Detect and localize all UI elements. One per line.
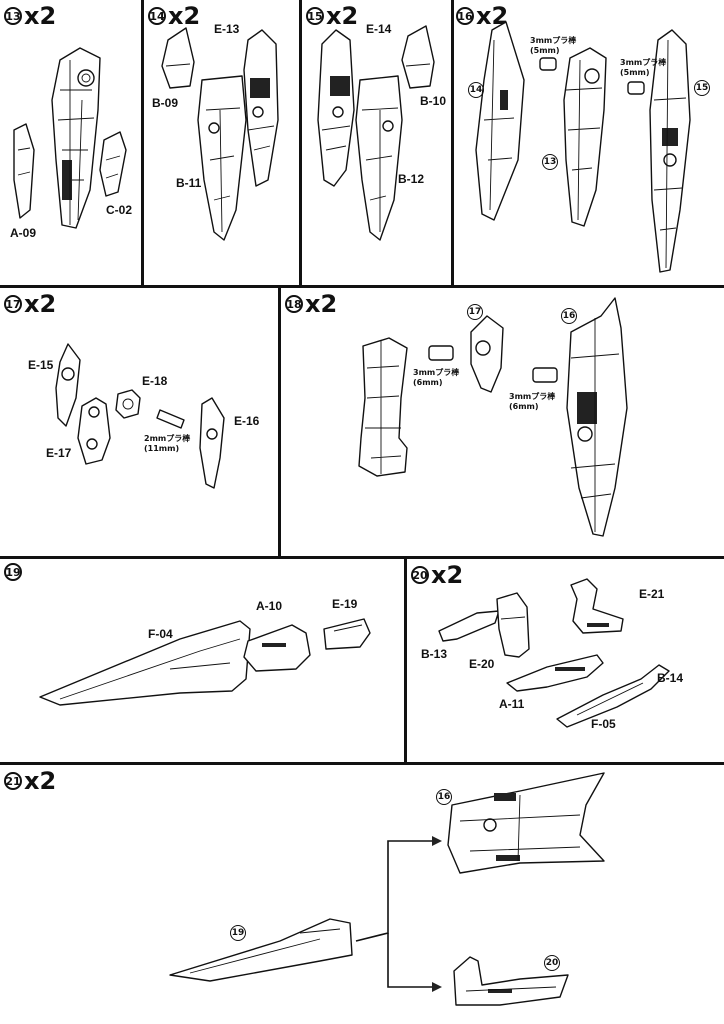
column-divider bbox=[299, 0, 302, 286]
step-header: 21 x2 bbox=[4, 769, 56, 793]
step-13-panel: 13 x2 A-09 C-02 bbox=[0, 0, 141, 285]
part-label: E-13 bbox=[214, 22, 240, 36]
rod-note: 3mmプラ棒 (5mm) bbox=[620, 58, 667, 77]
part-ref: 17 bbox=[467, 304, 483, 320]
step-multiplier: x2 bbox=[168, 2, 201, 30]
step-number: 15 bbox=[306, 7, 324, 25]
part-label: E-17 bbox=[46, 446, 72, 460]
step-number: 20 bbox=[411, 566, 429, 584]
part-label: B-09 bbox=[152, 96, 179, 110]
rod-note: 3mmプラ棒 (6mm) bbox=[413, 368, 460, 387]
part-label: A-11 bbox=[499, 697, 525, 711]
part-label: E-14 bbox=[366, 22, 392, 36]
part-label: F-05 bbox=[591, 717, 616, 731]
step-17-panel: 17 x2 E-15 E-18 E-16 E-17 2mmプラ棒 (11mm) bbox=[0, 288, 278, 556]
step-header: 13 x2 bbox=[4, 4, 56, 28]
step-header: 16 x2 bbox=[456, 4, 508, 28]
row-divider bbox=[0, 556, 724, 559]
part-label: B-14 bbox=[657, 671, 684, 685]
step-15-illustration bbox=[317, 25, 435, 241]
part-label: E-19 bbox=[332, 597, 358, 611]
part-ref: 13 bbox=[542, 154, 558, 170]
step-header: 18 x2 bbox=[285, 292, 337, 316]
step-multiplier: x2 bbox=[24, 767, 57, 795]
part-label: F-04 bbox=[148, 627, 173, 641]
step-header: 20 x2 bbox=[411, 563, 463, 587]
column-divider bbox=[404, 557, 407, 763]
part-ref: 15 bbox=[694, 80, 710, 96]
step-multiplier: x2 bbox=[431, 561, 464, 589]
rod-note: 3mmプラ棒 (5mm) bbox=[530, 36, 577, 55]
step-16-illustration bbox=[475, 21, 691, 273]
part-label: E-18 bbox=[142, 374, 168, 388]
step-number: 13 bbox=[4, 7, 22, 25]
step-19-illustration bbox=[39, 618, 371, 706]
step-multiplier: x2 bbox=[24, 2, 57, 30]
part-label: B-12 bbox=[398, 172, 425, 186]
part-ref: 16 bbox=[436, 789, 452, 805]
part-label: A-10 bbox=[256, 599, 283, 613]
step-number: 19 bbox=[4, 563, 22, 581]
step-17-illustration bbox=[55, 343, 225, 489]
part-label: A-09 bbox=[10, 226, 37, 240]
part-ref: 14 bbox=[468, 82, 484, 98]
step-number: 16 bbox=[456, 7, 474, 25]
step-multiplier: x2 bbox=[326, 2, 359, 30]
step-19-panel: 19 A-10 E-19 F-04 bbox=[0, 559, 404, 762]
part-label: E-15 bbox=[28, 358, 54, 372]
step-number: 14 bbox=[148, 7, 166, 25]
step-15-panel: 15 x2 E-14 B-10 B-12 bbox=[302, 0, 451, 285]
row-divider bbox=[0, 285, 724, 288]
column-divider bbox=[141, 0, 144, 286]
step-18-panel: 18 x2 17 16 3mmプラ棒 (6mm) 3mmプラ棒 (6mm) bbox=[281, 288, 724, 556]
row-divider bbox=[0, 762, 724, 765]
step-header: 15 x2 bbox=[306, 4, 358, 28]
part-label: E-16 bbox=[234, 414, 260, 428]
step-header: 14 x2 bbox=[148, 4, 200, 28]
rod-note: 3mmプラ棒 (6mm) bbox=[509, 392, 556, 411]
part-label: E-20 bbox=[469, 657, 495, 671]
step-18-illustration bbox=[358, 297, 628, 537]
step-number: 21 bbox=[4, 772, 22, 790]
step-20-panel: 20 x2 E-21 B-13 E-20 B-14 A-11 F-05 bbox=[407, 559, 724, 762]
step-13-illustration bbox=[13, 47, 127, 229]
part-label: B-11 bbox=[176, 176, 202, 190]
step-20-illustration bbox=[438, 578, 670, 728]
step-header: 19 bbox=[4, 563, 24, 581]
step-14-illustration bbox=[161, 27, 279, 241]
step-number: 18 bbox=[285, 295, 303, 313]
part-label: B-13 bbox=[421, 647, 448, 661]
step-21-illustration bbox=[169, 772, 605, 1006]
part-ref: 20 bbox=[544, 955, 560, 971]
step-14-panel: 14 x2 E-13 B-09 B-11 bbox=[144, 0, 299, 285]
part-label: E-21 bbox=[639, 587, 665, 601]
column-divider bbox=[278, 286, 281, 557]
part-label: C-02 bbox=[106, 203, 133, 217]
step-number: 17 bbox=[4, 295, 22, 313]
column-divider bbox=[451, 0, 454, 286]
part-label: B-10 bbox=[420, 94, 447, 108]
rod-note: 2mmプラ棒 (11mm) bbox=[144, 434, 191, 453]
part-ref: 19 bbox=[230, 925, 246, 941]
step-multiplier: x2 bbox=[24, 290, 57, 318]
step-21-panel: 21 x2 16 19 20 bbox=[0, 765, 724, 1024]
step-header: 17 x2 bbox=[4, 292, 56, 316]
step-16-panel: 16 x2 14 13 15 3mmプラ棒 (5mm) 3mmプラ棒 (5mm) bbox=[454, 0, 724, 285]
part-ref: 16 bbox=[561, 308, 577, 324]
step-multiplier: x2 bbox=[305, 290, 338, 318]
